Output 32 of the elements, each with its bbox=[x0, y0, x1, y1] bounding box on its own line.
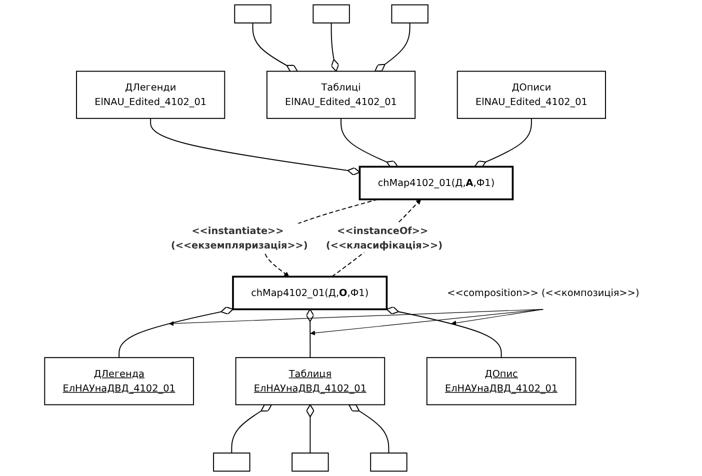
connector bbox=[348, 404, 390, 454]
node-box bbox=[234, 4, 272, 24]
node-box: ДЛегенди ElNAU_Edited_4102_01 bbox=[76, 70, 226, 119]
connector bbox=[340, 118, 398, 168]
connector bbox=[374, 22, 410, 72]
node-box: Таблиця ЕлНАУнаДВД_4102_01 bbox=[235, 357, 386, 406]
connector bbox=[330, 22, 340, 72]
node-box: ДЛегенда ЕлНАУнаДВД_4102_01 bbox=[44, 357, 194, 406]
connector bbox=[474, 118, 532, 168]
leader-line bbox=[310, 308, 544, 336]
node-text: <<composition>> (<<композиція>>) bbox=[447, 286, 640, 298]
leader-line bbox=[168, 308, 544, 326]
node-box bbox=[391, 4, 428, 24]
connector bbox=[386, 306, 502, 358]
node-box bbox=[292, 452, 329, 472]
edge-label: <<instanceOf>> (<<класифікація>>) bbox=[326, 224, 442, 251]
node-box: Таблиці ElNAU_Edited_4102_01 bbox=[266, 70, 416, 119]
connector bbox=[118, 306, 234, 358]
node-box: chMap4102_01(Д,А,Ф1) bbox=[358, 166, 514, 200]
node-box: chMap4102_01(Д,О,Ф1) bbox=[232, 276, 388, 310]
connector bbox=[231, 404, 272, 454]
leader-line bbox=[450, 308, 544, 326]
node-box: ДОпис ЕлНАУнаДВД_4102_01 bbox=[426, 357, 576, 406]
node-box bbox=[213, 452, 250, 472]
node-box bbox=[312, 4, 350, 24]
connector bbox=[252, 22, 298, 72]
connector bbox=[150, 118, 360, 176]
edge-label: <<instantiate>> (<<екземпляризація>>) bbox=[170, 224, 308, 251]
connector bbox=[306, 308, 314, 358]
connector bbox=[306, 404, 314, 454]
node-box: ДОписи ElNAU_Edited_4102_01 bbox=[456, 70, 606, 119]
node-box bbox=[370, 452, 408, 472]
